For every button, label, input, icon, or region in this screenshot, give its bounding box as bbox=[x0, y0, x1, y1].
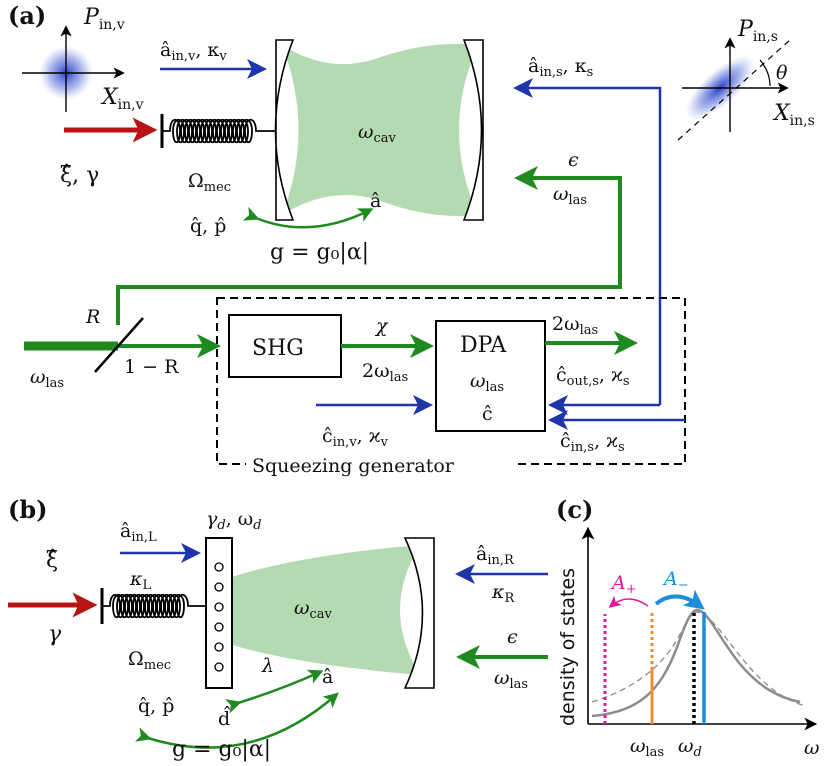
epsilon-label-b: ϵ bbox=[507, 626, 518, 648]
emitter-dot bbox=[214, 602, 224, 612]
omega-las-tick-label: ωlas bbox=[630, 735, 664, 760]
omega-las-input-label: ωlas bbox=[30, 366, 64, 391]
panel-a: (a) Pin,v Xin,v âin,v, κv ξ̂, γ Ωmec ωca… bbox=[8, 1, 815, 477]
a-in-L-label: âin,L bbox=[120, 520, 157, 545]
spring-coil-b bbox=[102, 593, 206, 619]
dpa-c-hat-label: ĉ bbox=[482, 403, 493, 425]
panel-b-label: (b) bbox=[8, 495, 48, 524]
panel-a-label: (a) bbox=[8, 1, 46, 30]
a-in-s-label: âin,s, κs bbox=[528, 55, 593, 80]
theta-label: θ bbox=[776, 62, 788, 84]
coupling-arrow-b bbox=[135, 692, 339, 749]
beam-splitter bbox=[94, 317, 144, 373]
dpa-label: DPA bbox=[460, 333, 507, 358]
R-label: R bbox=[85, 306, 100, 328]
squeezing-axis bbox=[677, 39, 791, 141]
A-plus-label: A+ bbox=[610, 572, 637, 597]
omega-cav-label-b: ωcav bbox=[294, 597, 333, 622]
squeezing-generator-label: Squeezing generator bbox=[252, 455, 455, 477]
coupling-label-b: g = g₀|α| bbox=[172, 737, 271, 762]
panel-b: (b) ξ̂ γ âin,L κL Ωmec γd, ωd ωcav λ â d… bbox=[8, 495, 548, 762]
lambda-label: λ bbox=[261, 655, 274, 677]
dos-y-axis-label: density of states bbox=[557, 568, 579, 726]
laser-drive-path bbox=[116, 166, 622, 325]
squeezing-generator-label-bg bbox=[246, 453, 516, 475]
dos-curve-dashed bbox=[591, 611, 807, 707]
one-minus-R-label: 1 − R bbox=[124, 356, 179, 378]
dpa-omega-las-label: ωlas bbox=[470, 370, 504, 395]
panel-c-label: (c) bbox=[556, 495, 593, 524]
squeezed-phase-space: Pin,s Xin,s θ bbox=[677, 17, 815, 141]
omega-d-tick-label: ωd bbox=[678, 735, 702, 760]
shg-label: SHG bbox=[252, 336, 304, 361]
right-mirror bbox=[462, 39, 484, 221]
emitters bbox=[214, 562, 224, 672]
spring-coil bbox=[162, 118, 276, 144]
two-omega-las-label: 2ωlas bbox=[362, 360, 408, 385]
theta-arc bbox=[759, 59, 771, 87]
emitter-dot bbox=[214, 582, 224, 592]
xi-gamma-label: ξ̂, γ bbox=[60, 163, 99, 188]
a-in-R-label: âin,R bbox=[476, 543, 515, 568]
coupling-arrow bbox=[242, 206, 374, 229]
A-plus-arrow bbox=[608, 595, 649, 608]
dos-x-axis-label: ω bbox=[804, 737, 820, 759]
coupling-label: g = g₀|α| bbox=[270, 240, 369, 265]
cavity-mode bbox=[282, 43, 478, 217]
emitter-dot bbox=[214, 662, 224, 672]
omega-mec-label: Ωmec bbox=[188, 170, 231, 195]
right-mirror-b bbox=[403, 537, 435, 689]
c-in-v-label: ĉin,v, ϰv bbox=[322, 425, 389, 450]
q-p-label-b: q̂, p̂ bbox=[138, 695, 174, 717]
dos-curve-solid bbox=[591, 608, 801, 718]
a-hat-label-b: â bbox=[322, 666, 333, 688]
A-minus-label: A− bbox=[662, 568, 689, 593]
p-in-s-label: Pin,s bbox=[737, 17, 778, 45]
omega-las-drive-label: ωlas bbox=[553, 183, 587, 208]
chi-label: χ bbox=[374, 315, 389, 337]
omega-las-label-b: ωlas bbox=[494, 667, 528, 692]
mechanical-spring: Ωmec bbox=[160, 114, 276, 195]
a-in-s-path bbox=[513, 78, 662, 405]
emitter-dot bbox=[214, 642, 224, 652]
omega-cav-label: ωcav bbox=[358, 121, 397, 146]
c-out-s-label: ĉout,s, ϰs bbox=[556, 364, 630, 389]
cavity-mode-b bbox=[232, 545, 420, 675]
a-in-v-label: âin,v, κv bbox=[160, 39, 227, 64]
c-in-s-label: ĉin,s, ϰs bbox=[560, 430, 625, 455]
mechanical-spring-b: Ωmec bbox=[100, 588, 206, 673]
gamma-label: γ bbox=[48, 622, 62, 647]
x-in-s-label: Xin,s bbox=[772, 101, 815, 129]
p-in-v-label: Pin,v bbox=[83, 5, 125, 33]
squeezing-generator-box bbox=[216, 297, 686, 465]
omega-mec-label-b: Ωmec bbox=[128, 648, 171, 673]
dpa-box bbox=[435, 320, 546, 432]
epsilon-label: ϵ bbox=[568, 149, 579, 171]
a-hat-label: â bbox=[370, 190, 381, 212]
vacuum-phase-space: Pin,v Xin,v bbox=[22, 5, 144, 113]
q-p-label: q̂, p̂ bbox=[190, 215, 226, 237]
emitter-dot bbox=[214, 562, 224, 572]
A-minus-arrow bbox=[654, 589, 705, 610]
panel-c: (c) density of states ω A+ A− ωlas ωd bbox=[556, 495, 820, 760]
x-in-v-label: Xin,v bbox=[100, 85, 144, 113]
lambda-coupling-arrow bbox=[225, 669, 324, 714]
gamma-d-omega-d-label: γd, ωd bbox=[206, 508, 262, 533]
kappa-L-label: κL bbox=[129, 568, 151, 593]
d-hat-label: d̂ bbox=[218, 705, 231, 730]
two-omega-las-out-label: 2ωlas bbox=[552, 313, 598, 338]
kappa-R-label: κR bbox=[491, 581, 515, 606]
emitter-dot bbox=[214, 622, 224, 632]
xi-label: ξ̂ bbox=[46, 548, 58, 573]
